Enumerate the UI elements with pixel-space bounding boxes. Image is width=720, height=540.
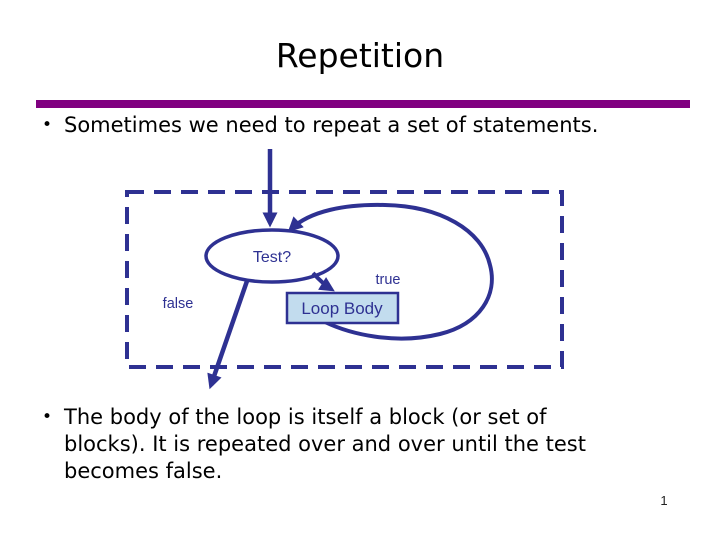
bullet-text-2-line-2: blocks). It is repeated over and over un… [64, 432, 586, 456]
test-label: Test? [253, 249, 291, 266]
page-number: 1 [660, 493, 668, 508]
test-ellipse [204, 228, 340, 284]
loop-back-arrow [287, 202, 494, 341]
true-label: true [376, 272, 401, 288]
bullet-text-1: Sometimes we need to repeat a set of sta… [64, 113, 599, 137]
loop-body-label: Loop Body [301, 299, 383, 318]
true-branch-arrow [311, 271, 335, 292]
loop-body-box [285, 291, 400, 325]
bullet-glyph: • [42, 115, 53, 135]
false-branch-arrow [207, 280, 250, 390]
bullet-text-2-line-1: The body of the loop is itself a block (… [64, 405, 547, 429]
bullet-text-2-line-3: becomes false. [64, 459, 223, 483]
bullet-item-2: • The body of the loop is itself a block… [42, 404, 702, 485]
title-divider [36, 100, 690, 108]
bullet-item-1: • Sometimes we need to repeat a set of s… [42, 112, 702, 139]
false-label: false [163, 296, 194, 312]
bullet-glyph: • [42, 407, 53, 427]
bullet-text-2: The body of the loop is itself a block (… [64, 404, 586, 485]
slide-title: Repetition [275, 36, 445, 75]
block-dashed-border [125, 190, 564, 369]
